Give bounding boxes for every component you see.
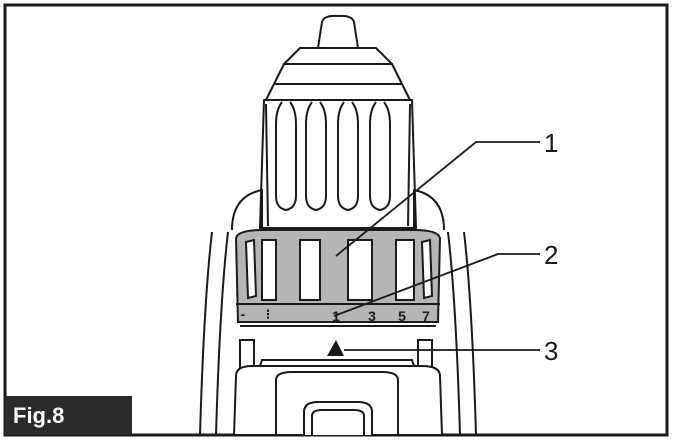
chuck-cone-top <box>283 47 393 65</box>
ring-mark: ⁝ <box>266 306 270 322</box>
housing-left-inner <box>215 231 229 436</box>
chuck-cone-mid <box>273 63 403 85</box>
sleeve-rib <box>337 101 359 211</box>
callout-number: 3 <box>544 336 558 366</box>
housing-right-outer <box>463 231 477 436</box>
sleeve-edge <box>265 103 269 227</box>
ring-slot <box>420 238 434 300</box>
leader-line-2 <box>333 253 540 317</box>
callout-number: 1 <box>544 128 558 158</box>
drill-drawing <box>199 14 477 436</box>
leader-line-1 <box>335 141 540 257</box>
sleeve-rib <box>369 101 391 211</box>
ring-mark: 5 <box>398 308 406 324</box>
housing-left-outer <box>199 231 213 436</box>
ring-slot <box>244 238 258 300</box>
chuck-cone-low <box>265 83 411 101</box>
ring-slot <box>299 239 321 301</box>
ring-slots <box>244 238 434 301</box>
ring-mark: 3 <box>368 308 376 324</box>
figure-label: Fig.8 <box>5 396 132 435</box>
leader-lines <box>333 141 540 351</box>
ring-mark: - <box>241 306 246 322</box>
housing-left-shoulder <box>231 189 263 231</box>
ring-slot <box>347 239 373 301</box>
adjusting-ring <box>234 229 442 323</box>
housing-slot-inner <box>311 409 365 435</box>
callout-number: 2 <box>544 240 558 270</box>
callout-numbers: 1 2 3 <box>544 128 558 366</box>
chuck-tip <box>317 14 359 49</box>
arrow-pointer <box>327 340 344 356</box>
sleeve-rib <box>305 101 327 211</box>
ring-slot <box>261 239 277 301</box>
housing-right-shoulder <box>413 189 445 231</box>
lower-housing <box>232 325 444 436</box>
housing-right-inner <box>447 231 461 436</box>
ring-slot <box>395 239 415 301</box>
ring-mark: 7 <box>422 308 430 324</box>
sleeve-edge <box>407 103 411 227</box>
adjusting-ring-body <box>234 229 442 323</box>
sleeve-rib <box>275 101 297 211</box>
